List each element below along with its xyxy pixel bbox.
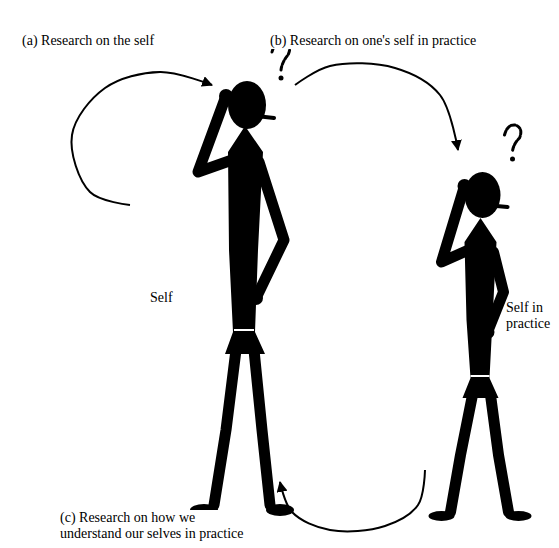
cap-brim <box>475 204 508 207</box>
figure-limb <box>256 162 284 298</box>
edge-label-holder: (c) Research on how we understand our se… <box>60 510 245 542</box>
edge-label-holder: (a) Research on the self <box>22 33 154 49</box>
figure-limb <box>491 395 509 512</box>
figure-limb <box>254 350 270 505</box>
stick-figure <box>190 41 294 516</box>
figure-limb <box>198 96 232 172</box>
edge-label: (c) Research on how we understand our se… <box>60 510 245 542</box>
figure-label: Self in practice <box>506 300 559 332</box>
figure-head <box>465 172 501 218</box>
edge-label: (b) Research on one's self in practice <box>270 33 476 49</box>
figure-belt <box>234 329 254 331</box>
figure-limb <box>451 395 473 512</box>
figure-limb <box>488 252 504 332</box>
figure-limb <box>442 186 469 262</box>
curved-arrow <box>280 470 425 531</box>
question-mark-dot <box>279 76 284 81</box>
question-mark <box>505 125 521 151</box>
stick-figure-node: Self <box>130 35 300 525</box>
figure-label: Self <box>150 290 173 306</box>
figure-head <box>228 81 266 129</box>
figure-illustration <box>130 35 300 525</box>
question-mark-dot <box>510 157 515 162</box>
figure-limb <box>214 350 236 505</box>
figure-hand <box>249 291 263 305</box>
curved-arrow <box>72 72 212 205</box>
figure-belt <box>471 375 490 377</box>
figure-hand <box>481 325 495 339</box>
figure-foot <box>266 504 294 516</box>
stick-figure-node: Self in practice <box>415 120 559 530</box>
curved-arrow <box>295 63 458 150</box>
edge-label-holder: (b) Research on one's self in practice <box>270 33 476 49</box>
figure-foot <box>429 511 455 521</box>
figure-foot <box>506 511 532 521</box>
edge-label: (a) Research on the self <box>22 33 154 49</box>
cap-brim <box>238 114 274 118</box>
